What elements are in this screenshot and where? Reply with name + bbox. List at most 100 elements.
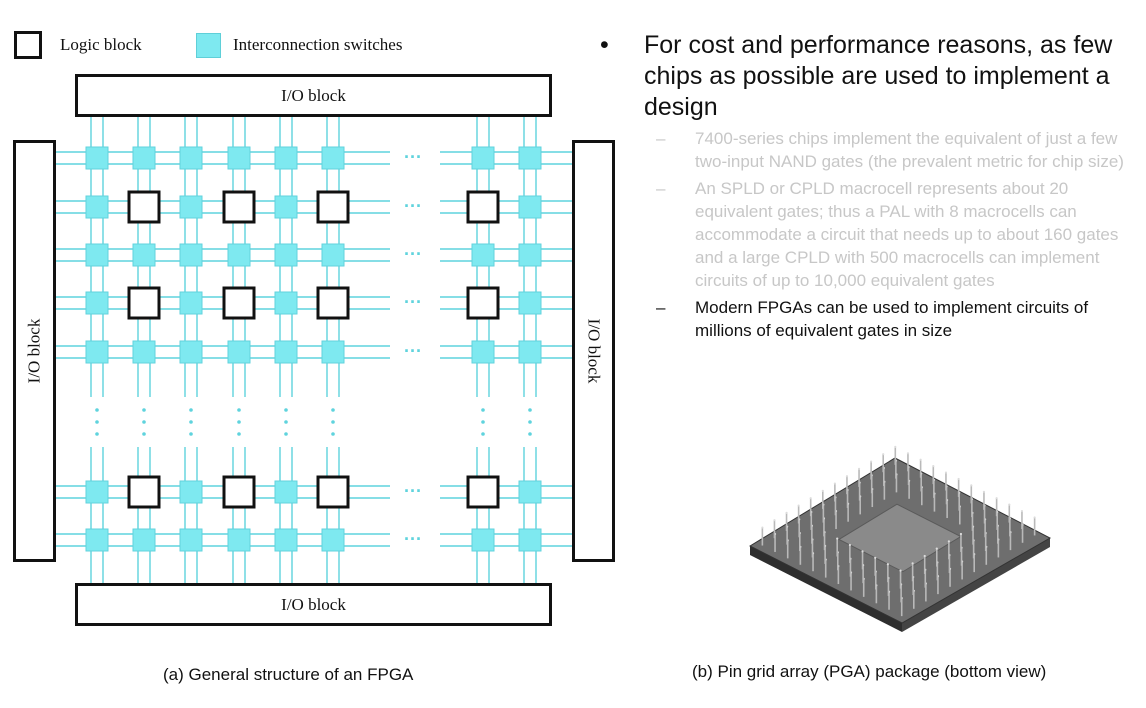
sub-bullet-text: 7400-series chips implement the equivale… [695,129,1124,171]
interconnection-switch [518,480,542,504]
pga-caption: (b) Pin grid array (PGA) package (bottom… [692,662,1047,681]
pga-pin-tip [923,554,926,558]
interconnection-switch [85,291,109,315]
vertical-ellipsis-dot [237,432,241,436]
interconnection-switches-legend-label: Interconnection switches [233,35,403,54]
interconnection-switch [321,528,345,552]
pga-pin-tip [761,526,764,529]
interconnection-switch [85,340,109,364]
pga-pin-tip [1008,503,1011,506]
pga-pin-tip [833,482,836,485]
vertical-ellipsis-dot [481,420,485,424]
interconnection-switch [518,243,542,267]
interconnection-switch [179,340,203,364]
pga-pin-tip [894,445,897,448]
horizontal-ellipsis: ··· [404,147,422,167]
pga-pin-tip [773,519,776,522]
logic-block [222,190,256,224]
interconnection-switch [274,195,298,219]
interconnection-switch [132,243,156,267]
logic-block [222,286,256,320]
interconnection-switch [179,291,203,315]
pga-pin-tip [906,452,910,455]
pga-pin-tip [870,460,873,463]
vertical-ellipsis-dot [481,432,485,436]
interconnection-switch [274,243,298,267]
vertical-ellipsis-dot [237,420,241,424]
vertical-ellipsis-dot [528,420,532,424]
pga-pin-tip [785,511,788,514]
interconnection-switch [227,243,251,267]
vertical-ellipsis-dot [95,420,99,424]
interconnection-switch [179,146,203,170]
pga-pin-tip [919,458,922,461]
interconnection-switch [85,146,109,170]
interconnection-switch [227,528,251,552]
logic-block-legend-label: Logic block [60,35,142,54]
horizontal-ellipsis: ··· [404,196,422,216]
pga-pin-tip [911,562,914,565]
logic-block [127,286,161,320]
vertical-ellipsis-dot [142,408,146,412]
interconnection-switch [321,340,345,364]
sub-bullet-3: –Modern FPGAs can be used to implement c… [656,298,1089,340]
pga-pin-tip [821,489,824,492]
horizontal-ellipsis: ··· [404,244,422,264]
vertical-ellipsis-dot [284,408,288,412]
pga-pin-tip [995,497,998,500]
interconnection-switch [85,243,109,267]
logic-block [316,190,350,224]
pga-pin-tip [861,550,864,553]
pga-pin-tip [1033,516,1036,519]
sub-bullet-1: –7400-series chips implement the equival… [656,129,1124,171]
pga-pin-tip [848,543,851,547]
interconnection-switch [274,340,298,364]
sub-bullet-2: –An SPLD or CPLD macrocell represents ab… [656,179,1119,290]
vertical-ellipsis-dot [237,408,241,412]
interconnection-switch [274,528,298,552]
vertical-ellipsis-dot [142,420,146,424]
interconnection-switch [85,528,109,552]
interconnection-switch [85,195,109,219]
bullet-marker: • [600,31,609,59]
package-side [750,546,902,632]
pga-pin-tip [836,537,839,540]
bullet-list: • For cost and performance reasons, as f… [596,30,1136,342]
pga-pin-tip [857,467,861,470]
interconnection-switch [518,528,542,552]
vertical-ellipsis-dot [284,420,288,424]
vertical-ellipsis-dot [95,408,99,412]
pga-pin-tip [970,484,973,487]
interconnection-switch [132,340,156,364]
interconnection-switch [85,480,109,504]
pga-pin-tip [957,477,960,481]
interconnection-switch [274,480,298,504]
interconnection-switch [227,146,251,170]
vertical-ellipsis-dot [284,432,288,436]
logic-block [466,190,500,224]
horizontal-ellipsis: ··· [404,529,422,549]
pga-pin-tip [1020,509,1024,513]
interconnection-switch [471,243,495,267]
io-block-left: I/O block [13,140,56,562]
vertical-ellipsis-dot [481,408,485,412]
interconnection-switch [471,528,495,552]
logic-block [222,475,256,509]
interconnection-switch [274,146,298,170]
logic-block-legend-swatch [14,31,42,59]
pga-pin-tip [899,569,902,572]
main-bullet: • For cost and performance reasons, as f… [596,30,1136,123]
pga-package-image [748,445,1052,632]
vertical-ellipsis-dot [331,420,335,424]
interconnection-switch [471,340,495,364]
logic-block [127,190,161,224]
logic-block [316,286,350,320]
interconnection-switch [179,243,203,267]
interconnection-switch [179,528,203,552]
interconnection-switch [132,146,156,170]
horizontal-ellipsis: ··· [404,292,422,312]
vertical-ellipsis-dot [528,432,532,436]
fpga-caption: (a) General structure of an FPGA [163,665,414,684]
pga-pin-tip [809,497,812,500]
vertical-ellipsis-dot [331,408,335,412]
